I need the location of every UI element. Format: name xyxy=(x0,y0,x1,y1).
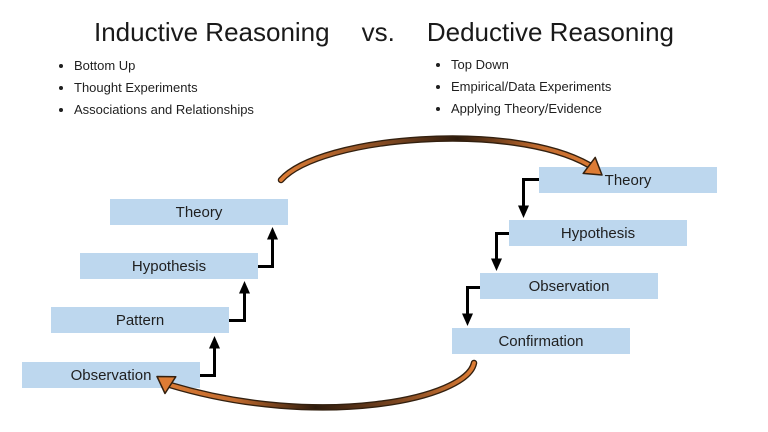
inductive-bullet-list: Bottom Up Thought Experiments Associatio… xyxy=(52,59,254,125)
deductive-connector-hypothesis-observation xyxy=(491,232,509,271)
deductive-title: Deductive Reasoning xyxy=(426,17,674,47)
list-item: Thought Experiments xyxy=(74,81,254,95)
deductive-step-hypothesis: Hypothesis xyxy=(509,220,687,246)
inductive-connector-observation-pattern xyxy=(200,336,220,377)
inductive-title: Inductive Reasoning xyxy=(94,17,330,47)
list-item: Associations and Relationships xyxy=(74,103,254,117)
inductive-step-pattern: Pattern xyxy=(51,307,229,333)
inductive-connector-hypothesis-theory xyxy=(258,227,278,268)
inductive-connector-pattern-hypothesis xyxy=(229,281,250,322)
inductive-step-hypothesis: Hypothesis xyxy=(80,253,258,279)
list-item: Empirical/Data Experiments xyxy=(451,80,611,94)
inductive-step-theory: Theory xyxy=(110,199,288,225)
deductive-bullet-list: Top Down Empirical/Data Experiments Appl… xyxy=(429,58,611,124)
list-item: Applying Theory/Evidence xyxy=(451,102,611,116)
page-title: Inductive Reasoning vs. Deductive Reason… xyxy=(0,17,768,48)
list-item: Top Down xyxy=(451,58,611,72)
deductive-step-confirmation: Confirmation xyxy=(452,328,630,354)
list-item: Bottom Up xyxy=(74,59,254,73)
deductive-step-observation: Observation xyxy=(480,273,658,299)
cycle-arrow-bottom xyxy=(156,359,478,411)
inductive-step-observation: Observation xyxy=(22,362,200,388)
deductive-connector-observation-confirmation xyxy=(462,286,480,326)
deductive-step-theory: Theory xyxy=(539,167,717,193)
deductive-connector-theory-hypothesis xyxy=(518,178,539,218)
vs-label: vs. xyxy=(361,17,395,47)
